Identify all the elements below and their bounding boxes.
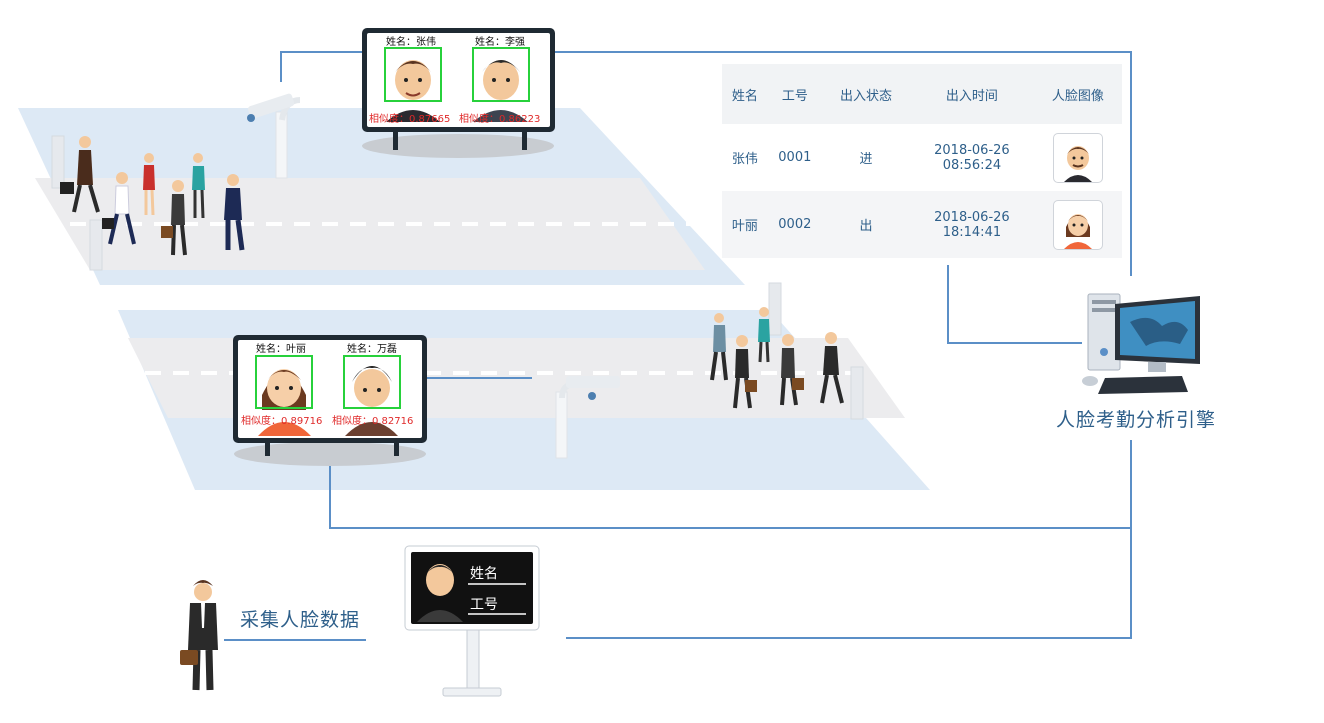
bottom-board-name-2: 姓名：万磊 <box>347 344 397 355</box>
cell-face <box>1033 124 1122 191</box>
bottom-board-name-1: 姓名：叶丽 <box>256 344 306 355</box>
header-face: 人脸图像 <box>1033 64 1122 124</box>
cell-name: 叶丽 <box>722 191 768 258</box>
cell-clock: 08:56:24 <box>942 157 1002 173</box>
face-zhangwei-icon <box>386 60 440 122</box>
table-header-row: 姓名 工号 出入状态 出入时间 人脸图像 <box>722 64 1122 124</box>
cell-name: 张伟 <box>722 124 768 191</box>
table-row: 张伟 0001 进 2018-06-26 08:56:24 <box>722 124 1122 191</box>
top-board-score-2: 相似度：0.86223 <box>459 114 541 125</box>
cell-status: 进 <box>821 124 911 191</box>
face-box-1 <box>384 47 442 102</box>
female-avatar-icon <box>1052 199 1103 250</box>
camera-bottom-icon <box>555 376 620 459</box>
face-box-3 <box>255 355 313 409</box>
kiosk-name-label: 姓名 <box>470 566 498 582</box>
connection-lines <box>224 51 1132 641</box>
male-avatar-icon <box>1052 132 1103 183</box>
table-row: 叶丽 0002 出 2018-06-26 18:14:41 <box>722 191 1122 258</box>
registration-kiosk <box>404 545 540 697</box>
people-group-upper <box>60 136 245 256</box>
face-box-4 <box>343 355 401 409</box>
cell-clock: 18:14:41 <box>942 224 1002 240</box>
attendance-table: 姓名 工号 出入状态 出入时间 人脸图像 张伟 0001 进 2018-06-2… <box>722 64 1122 258</box>
face-wanlei-icon <box>345 366 398 436</box>
kiosk-id-label: 工号 <box>470 597 498 613</box>
engine-label: 人脸考勤分析引擎 <box>1056 409 1217 431</box>
face-liqiang-icon <box>473 60 528 122</box>
cell-face <box>1033 191 1122 258</box>
top-board-score-1: 相似度：0.87665 <box>369 114 451 125</box>
cell-time: 2018-06-26 18:14:41 <box>910 191 1034 258</box>
cell-date: 2018-06-26 <box>934 142 1010 158</box>
collect-label: 采集人脸数据 <box>240 609 361 631</box>
cell-date: 2018-06-26 <box>934 209 1010 225</box>
people-group-lower <box>710 307 844 409</box>
turnstile-posts <box>51 135 864 420</box>
top-board-name-1: 姓名：张伟 <box>386 37 436 48</box>
kiosk-face-icon <box>417 564 463 622</box>
top-board-name-2: 姓名：李强 <box>475 37 525 48</box>
bottom-display-board <box>233 335 427 466</box>
header-time: 出入时间 <box>910 64 1034 124</box>
collector-person-icon <box>180 580 218 691</box>
top-display-board <box>362 28 555 158</box>
header-name: 姓名 <box>722 64 768 124</box>
face-yeli-icon <box>258 369 311 436</box>
header-status: 出入状态 <box>821 64 911 124</box>
header-id: 工号 <box>767 64 822 124</box>
cell-time: 2018-06-26 08:56:24 <box>910 124 1034 191</box>
camera-top-icon <box>247 93 301 179</box>
cell-id: 0001 <box>767 124 822 191</box>
bottom-board-score-1: 相似度：0.89716 <box>241 416 323 427</box>
cell-id: 0002 <box>767 191 822 258</box>
bottom-board-score-2: 相似度：0.82716 <box>332 416 414 427</box>
cell-status: 出 <box>821 191 911 258</box>
face-box-2 <box>472 47 530 102</box>
computer-icon <box>1082 293 1200 394</box>
